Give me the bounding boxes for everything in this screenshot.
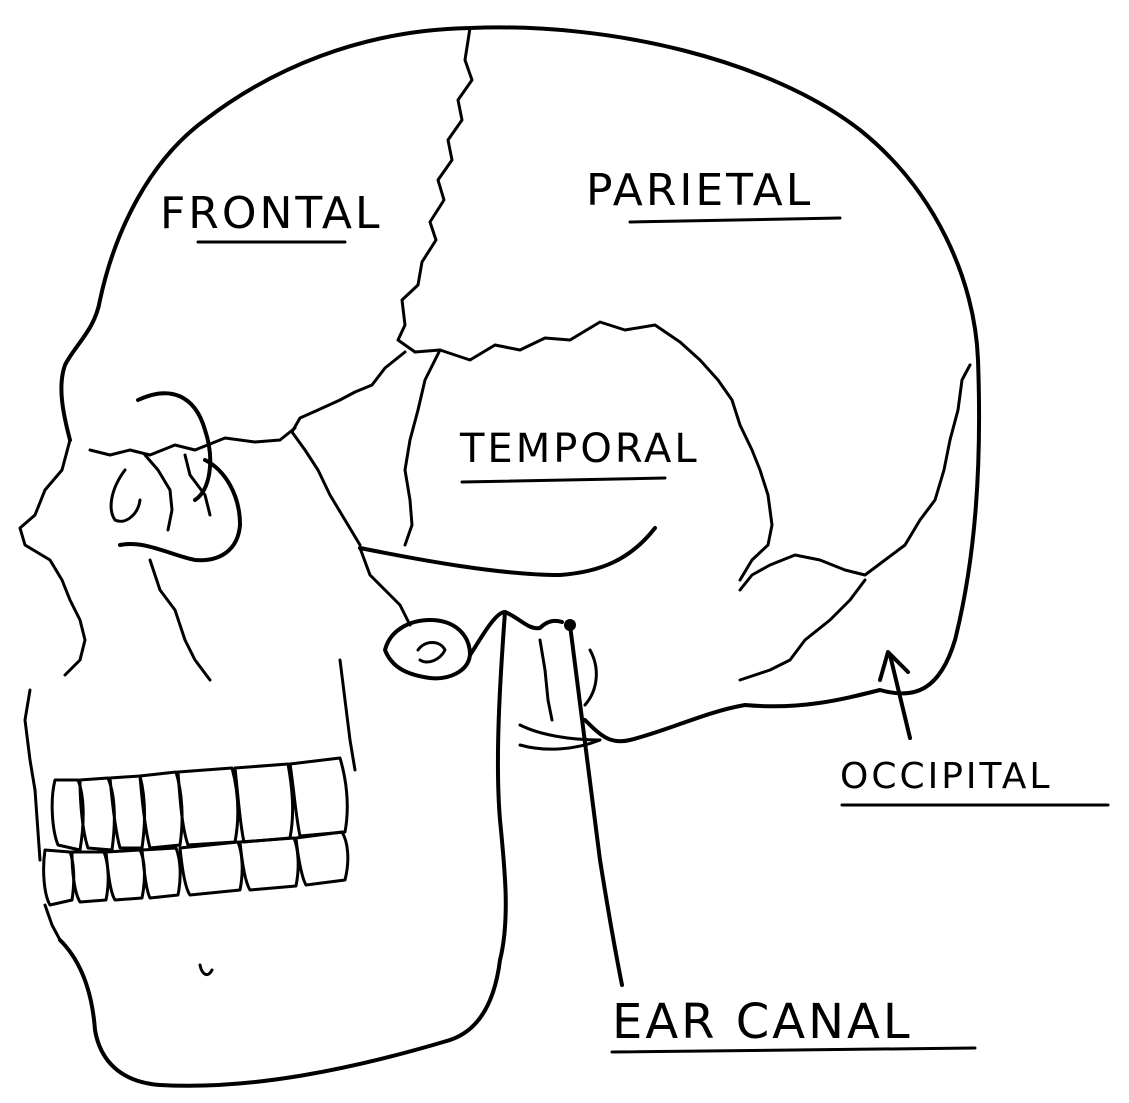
maxilla-edge bbox=[90, 428, 295, 455]
occipital-arrow-shaft bbox=[890, 655, 910, 738]
mandible-ramus bbox=[340, 660, 355, 770]
eye-socket bbox=[120, 393, 240, 560]
cranium-outline bbox=[61, 27, 979, 741]
mental-foramen bbox=[200, 965, 212, 975]
upper-teeth bbox=[35, 758, 347, 860]
occipital-lower-suture bbox=[740, 580, 865, 680]
label-temporal: TEMPORAL bbox=[459, 426, 700, 472]
temporal-inner-outline bbox=[405, 350, 440, 545]
mastoid-detail bbox=[418, 643, 445, 662]
label-frontal: FRONTAL bbox=[160, 188, 383, 239]
label-occipital: OCCIPITAL bbox=[840, 756, 1052, 797]
zygomatic-arch bbox=[360, 528, 655, 575]
styloid-process bbox=[520, 640, 600, 749]
lambdoid-suture bbox=[740, 365, 970, 590]
coronal-suture bbox=[398, 28, 472, 352]
nasal-bone bbox=[20, 440, 85, 675]
lower-teeth bbox=[44, 832, 348, 905]
label-ear-canal: EAR CANAL bbox=[612, 994, 913, 1050]
mastoid-process bbox=[385, 620, 470, 678]
cheek-bone bbox=[150, 548, 410, 680]
nasal-cavity bbox=[111, 455, 210, 530]
sphenoid-suture bbox=[292, 352, 405, 545]
underline-parietal bbox=[630, 218, 840, 222]
underline-temporal bbox=[462, 478, 665, 482]
label-parietal: PARIETAL bbox=[586, 165, 813, 216]
